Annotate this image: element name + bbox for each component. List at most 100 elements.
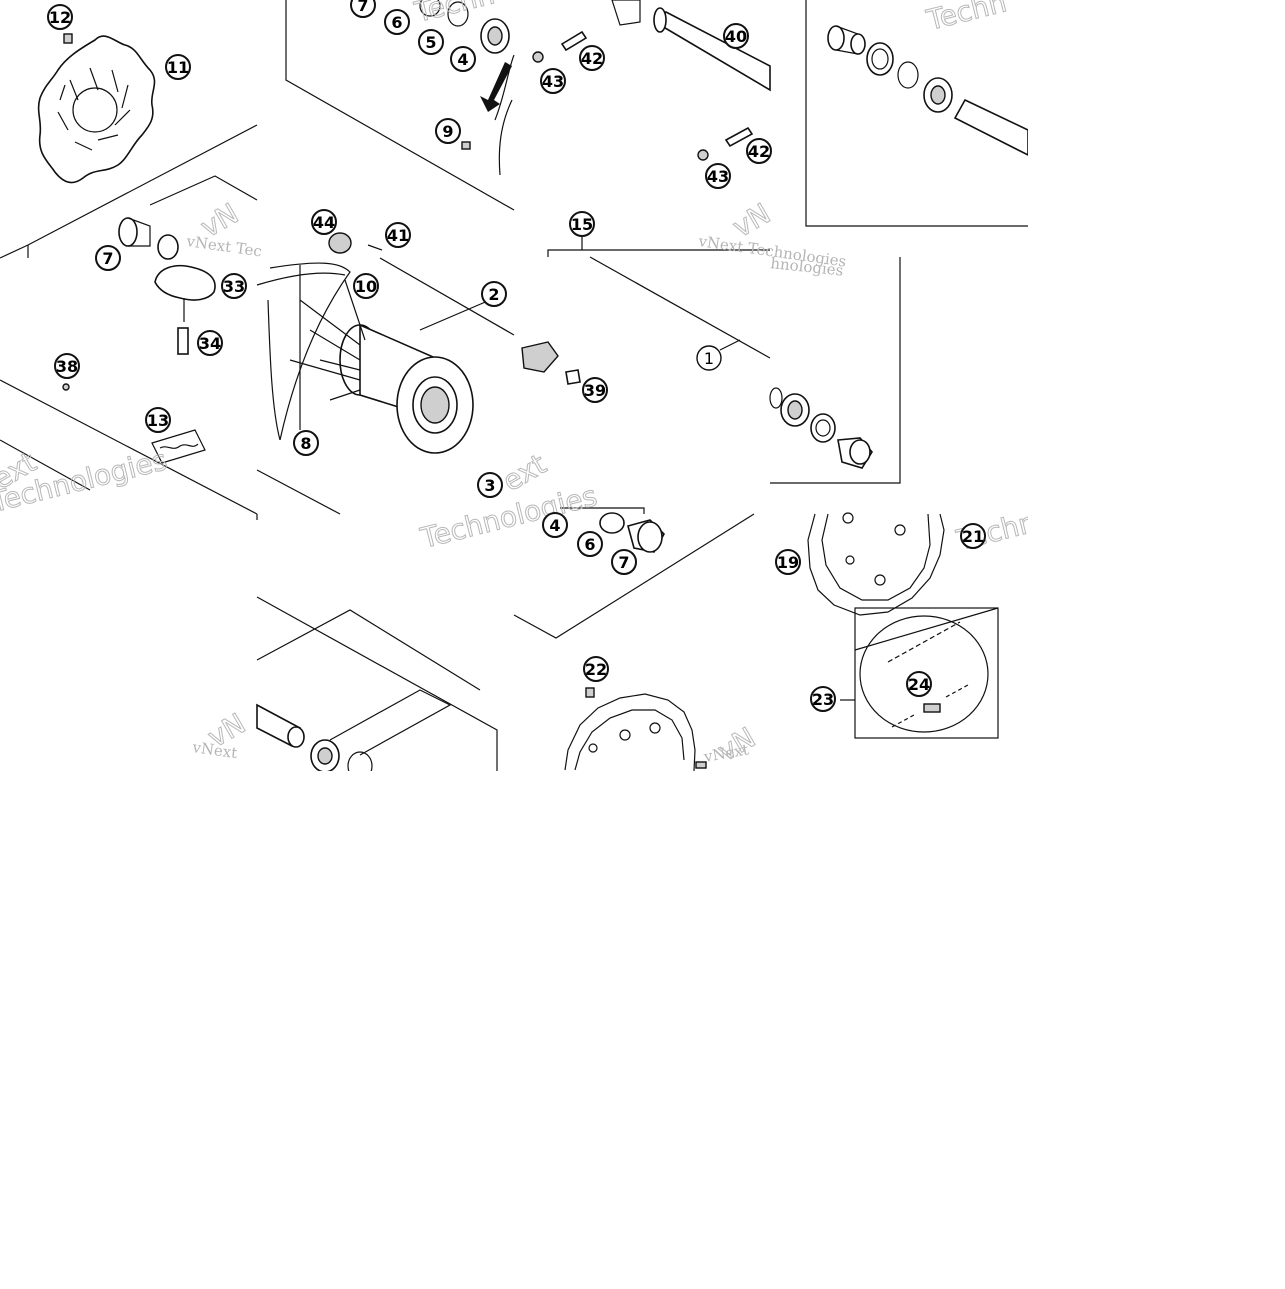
- callout: 19: [775, 549, 801, 575]
- callout: 39: [582, 377, 608, 403]
- callout-number: 7: [102, 249, 113, 268]
- callout: 5: [418, 29, 444, 55]
- callout-number: 6: [391, 13, 402, 32]
- callout-number: 10: [355, 277, 377, 296]
- callout: 34: [197, 330, 223, 356]
- tile-wheel-hub: [256, 232, 515, 515]
- callout-number: 3: [484, 476, 495, 495]
- tile-rim-lock: [0, 264, 258, 515]
- callout-number: 4: [457, 50, 468, 69]
- spacer-tube: [953, 98, 1029, 157]
- callout: 40: [723, 23, 749, 49]
- callout: 1: [696, 345, 722, 371]
- callout: 24: [906, 671, 932, 697]
- tile-bottom-parts: [256, 514, 498, 781]
- callout-number: 44: [313, 213, 335, 232]
- callout-number: 11: [167, 58, 189, 77]
- callout-number: 6: [584, 535, 595, 554]
- callout-number: 1: [704, 349, 714, 368]
- callout-number: 4: [549, 516, 560, 535]
- callout-number: 22: [585, 660, 607, 679]
- callout: 11: [165, 54, 191, 80]
- callout: 43: [705, 163, 731, 189]
- callout-number: 43: [707, 167, 729, 186]
- callout: 7: [95, 245, 121, 271]
- callout: 13: [145, 407, 171, 433]
- callout-number: 21: [962, 527, 984, 546]
- rim: [269, 262, 351, 441]
- callout: 43: [540, 68, 566, 94]
- callout-number: 34: [199, 334, 221, 353]
- callout-number: 39: [584, 381, 606, 400]
- callout: 44: [311, 209, 337, 235]
- callout-number: 38: [56, 357, 78, 376]
- callout: 4: [450, 46, 476, 72]
- callout: 2: [481, 281, 507, 307]
- callout-number: 7: [357, 0, 368, 15]
- sprocket: [564, 693, 696, 772]
- rotation-arrow-icon: [480, 62, 512, 112]
- chain-kit-frame: [854, 607, 999, 739]
- tile-brake-disc: [0, 33, 258, 260]
- screw: [565, 369, 581, 385]
- callout-number: 13: [147, 411, 169, 430]
- callout-number: 15: [571, 215, 593, 234]
- callout-number: 7: [618, 553, 629, 572]
- chain: [887, 621, 961, 663]
- rear-sprocket: [807, 513, 945, 616]
- blank-area: [1028, 0, 1285, 771]
- tile-sprocket: [513, 507, 755, 772]
- callout-number: 33: [223, 277, 245, 296]
- tile-rear-sprocket-chain: [807, 512, 999, 739]
- callout-number: 43: [542, 72, 564, 91]
- callout: 6: [384, 9, 410, 35]
- callout: 41: [385, 222, 411, 248]
- callout-number: 40: [725, 27, 747, 46]
- callout: 22: [583, 656, 609, 682]
- callout: 10: [353, 273, 379, 299]
- adjuster-bolt: [560, 30, 588, 52]
- callout: 6: [577, 531, 603, 557]
- tile-chain-adjuster: [521, 256, 771, 385]
- tile-right-bearings: [805, 0, 1029, 227]
- callout-number: 42: [581, 49, 603, 68]
- tile-axle: [532, 0, 771, 257]
- screw: [461, 141, 471, 150]
- callout-number: 9: [442, 122, 453, 141]
- adjuster-bolt: [724, 126, 754, 148]
- callout-number: 8: [300, 434, 311, 453]
- axle: [653, 11, 771, 92]
- callout: 21: [960, 523, 986, 549]
- callout-number: 12: [49, 8, 71, 27]
- callout-number: 42: [748, 142, 770, 161]
- tile-right-spacers: [769, 257, 901, 484]
- callout-number: 2: [488, 285, 499, 304]
- callout: 38: [54, 353, 80, 379]
- brake-disc: [37, 35, 156, 184]
- callout: 7: [350, 0, 376, 18]
- callout: 42: [746, 138, 772, 164]
- chain-adjuster: [521, 341, 559, 373]
- bolt: [63, 33, 73, 44]
- callout-number: 5: [425, 33, 436, 52]
- callout: 3: [477, 472, 503, 498]
- callout: 23: [810, 686, 836, 712]
- callout-number: 19: [777, 553, 799, 572]
- callout: 42: [579, 45, 605, 71]
- rim-lock: [154, 264, 216, 301]
- callouts: 12 11 7 6 5 4 9 40 42 43 42 43 44 41 15 …: [47, 0, 986, 712]
- callout: 12: [47, 4, 73, 30]
- callout-number: 24: [908, 675, 930, 694]
- callout-number: 23: [812, 690, 834, 709]
- callout: 7: [611, 549, 637, 575]
- blank-area: [0, 771, 1285, 1285]
- callout-number: 41: [387, 226, 409, 245]
- callout: 9: [435, 118, 461, 144]
- callout: 8: [293, 430, 319, 456]
- callout: 33: [221, 273, 247, 299]
- watermarks: Techn Techn vNext Tec vN vNext Technolog…: [0, 0, 1040, 769]
- rim-tape: [151, 429, 206, 464]
- tile-wheel-top: [285, 0, 515, 211]
